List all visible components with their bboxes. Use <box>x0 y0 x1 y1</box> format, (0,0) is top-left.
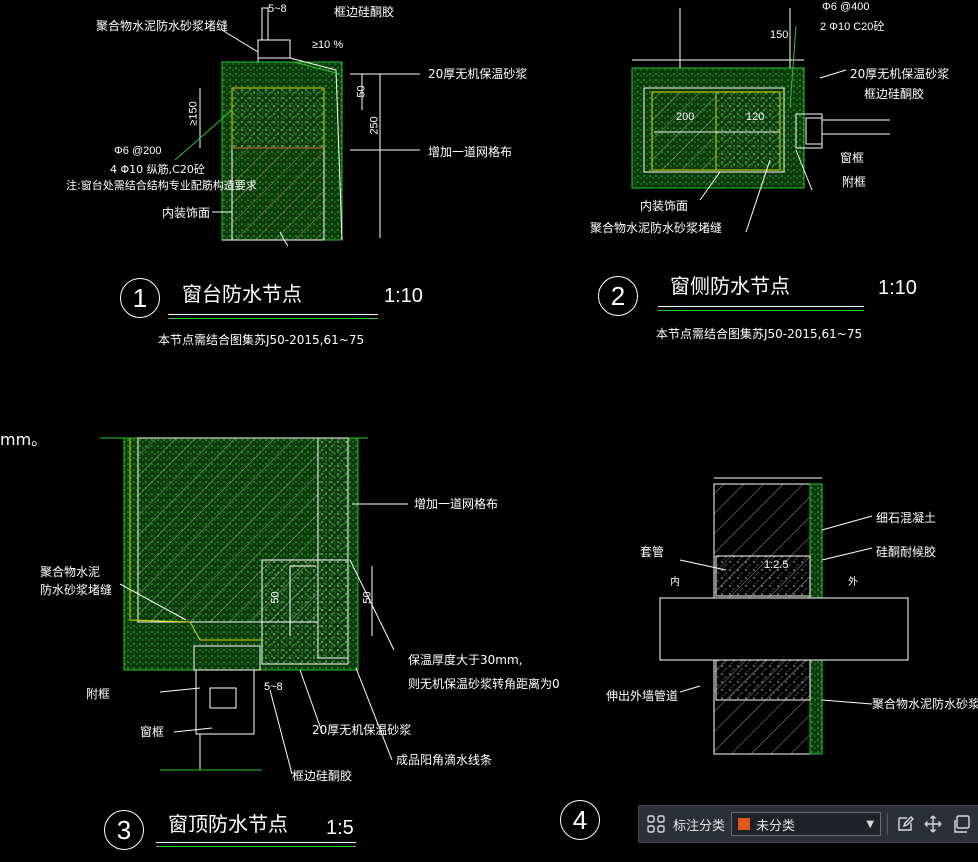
d4-silicone-label: 硅酮耐候胶 <box>876 545 937 559</box>
d3-window-frame-label: 窗框 <box>140 725 165 739</box>
d2-scale: 1:10 <box>878 277 917 299</box>
d4-number-circle: 4 <box>560 800 600 840</box>
detail-2-drawing <box>631 8 890 233</box>
d3-scale: 1:5 <box>326 817 354 839</box>
copy-icon[interactable] <box>950 813 972 835</box>
d2-dim120: 120 <box>746 111 765 123</box>
d3-seal-label-line1: 聚合物水泥 <box>40 565 101 579</box>
d2-seal-label: 聚合物水泥防水砂浆堵缝 <box>590 221 723 235</box>
d2-sub-frame-label: 附框 <box>842 175 867 189</box>
d1-note2-label: 注:窗台处需结合结构专业配筋构造要求 <box>66 179 257 192</box>
d1-dim150: ≥150 <box>187 101 200 126</box>
d3-mortar-label: 20厚无机保温砂浆 <box>312 723 412 737</box>
d4-mortar-label: 聚合物水泥防水砂浆 <box>872 697 978 711</box>
category-selected-value: 未分类 <box>756 818 796 834</box>
d1-frame-glue-label: 框边硅酮胶 <box>334 5 395 19</box>
d2-dim200: 200 <box>676 111 695 123</box>
d3-title-underline-green <box>156 846 356 847</box>
d3-unit-fragment: mm。 <box>0 430 48 449</box>
d3-number-circle: 3 <box>104 810 144 850</box>
d1-rebar1-label: Φ6 @200 <box>114 145 162 157</box>
d1-mortar-label: 20厚无机保温砂浆 <box>428 67 528 81</box>
annotation-category-label: 标注分类 <box>673 818 726 834</box>
d1-finish-label: 内装饰面 <box>162 206 211 220</box>
d3-sub-frame-label: 附框 <box>86 687 111 701</box>
detail-1-drawing <box>174 7 420 247</box>
d2-number-circle: 2 <box>598 276 638 316</box>
d1-title-underline-green <box>168 318 378 319</box>
d3-title: 窗顶防水节点 <box>168 812 288 836</box>
d3-note-line1: 保温厚度大于30mm, <box>408 653 523 667</box>
d1-dim250: 250 <box>368 116 381 135</box>
d1-title: 窗台防水节点 <box>182 282 302 306</box>
detail-4-drawing <box>659 477 909 755</box>
d4-sleeve-label: 套管 <box>640 545 665 559</box>
d4-pipe-label: 伸出外墙管道 <box>606 689 679 703</box>
d2-note: 本节点需结合图集苏J50-2015,61~75 <box>656 327 863 341</box>
d3-drip-label: 成品阳角滴水线条 <box>396 753 493 767</box>
d1-dim-top: 5~8 <box>268 3 287 15</box>
d2-title-underline <box>658 306 864 307</box>
d2-frame-glue-label: 框边硅酮胶 <box>864 87 925 101</box>
d4-inside-label: 内 <box>670 577 680 588</box>
d1-title-underline <box>168 314 378 315</box>
d3-frame-glue-label: 框边硅酮胶 <box>292 769 353 783</box>
d1-number-circle: 1 <box>120 278 160 318</box>
d2-mortar-label: 20厚无机保温砂浆 <box>850 67 950 81</box>
category-color-swatch <box>738 818 751 830</box>
d1-scale: 1:10 <box>384 285 423 307</box>
grid-icon[interactable] <box>645 813 667 835</box>
d4-outside-label: 外 <box>848 577 858 588</box>
d2-rebar1-label: Φ6 @400 <box>822 1 870 13</box>
d2-dim150: 150 <box>770 29 789 41</box>
d2-finish-label: 内装饰面 <box>640 199 689 213</box>
d3-dim50a: 50 <box>269 591 282 604</box>
d4-concrete-label: 细石混凝土 <box>876 511 937 525</box>
detail-3-drawing <box>100 437 408 775</box>
d3-seal-label-line2: 防水砂浆堵缝 <box>40 583 113 597</box>
move-icon[interactable] <box>922 813 944 835</box>
edit-icon[interactable] <box>894 813 916 835</box>
d3-note-line2: 则无机保温砂浆转角距离为0 <box>408 677 560 691</box>
d3-mesh-label: 增加一道网格布 <box>414 497 499 511</box>
d2-title-underline-green <box>658 310 864 311</box>
d2-window-frame-label: 窗框 <box>840 151 865 165</box>
d1-mesh-label: 增加一道网格布 <box>428 145 513 159</box>
annotation-toolbar: 标注分类 未分类 ▼ <box>638 805 978 843</box>
toolbar-divider <box>887 813 889 835</box>
d1-rebar2-label: 4 Φ10 纵筋,C20砼 <box>110 163 205 176</box>
d1-slope-label: ≥10 % <box>312 39 344 51</box>
d3-dim50b: 50 <box>361 591 374 604</box>
d3-dim8: 5~8 <box>264 681 283 693</box>
d2-title: 窗侧防水节点 <box>670 274 790 298</box>
d3-title-underline <box>156 842 356 843</box>
d2-rebar2-label: 2 Φ10 C20砼 <box>820 21 885 33</box>
annotation-category-select[interactable]: 未分类 ▼ <box>731 812 882 836</box>
chevron-down-icon: ▼ <box>866 818 875 830</box>
d1-seal-label: 聚合物水泥防水砂浆堵缝 <box>96 19 229 33</box>
d1-note: 本节点需结合图集苏J50-2015,61~75 <box>158 333 365 347</box>
d4-slope-label: 1:2.5 <box>764 559 789 571</box>
d1-dim50: 50 <box>355 85 368 98</box>
